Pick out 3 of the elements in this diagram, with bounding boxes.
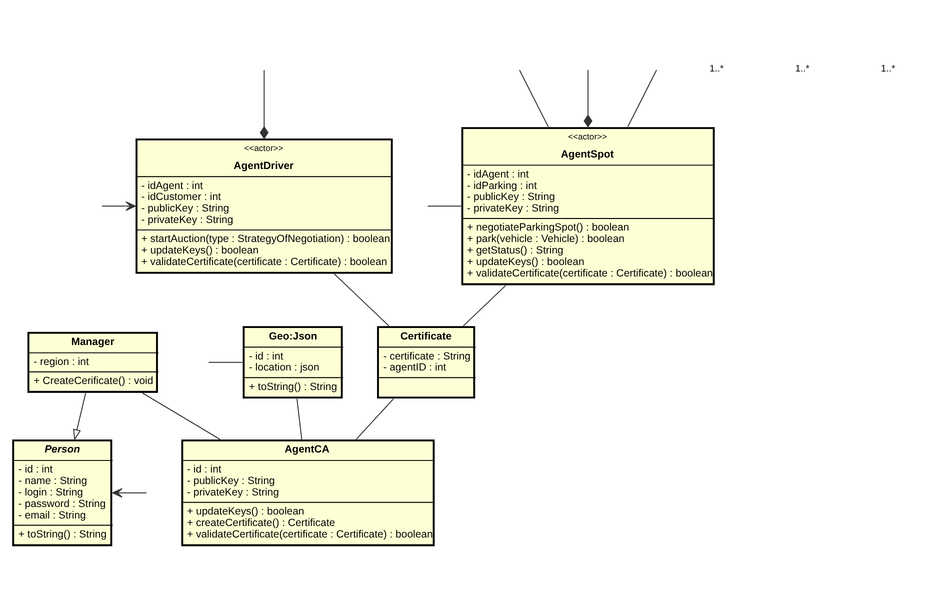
label: 1..* xyxy=(880,62,896,74)
label: 1..* xyxy=(709,62,724,74)
label: 1..* xyxy=(795,62,810,74)
